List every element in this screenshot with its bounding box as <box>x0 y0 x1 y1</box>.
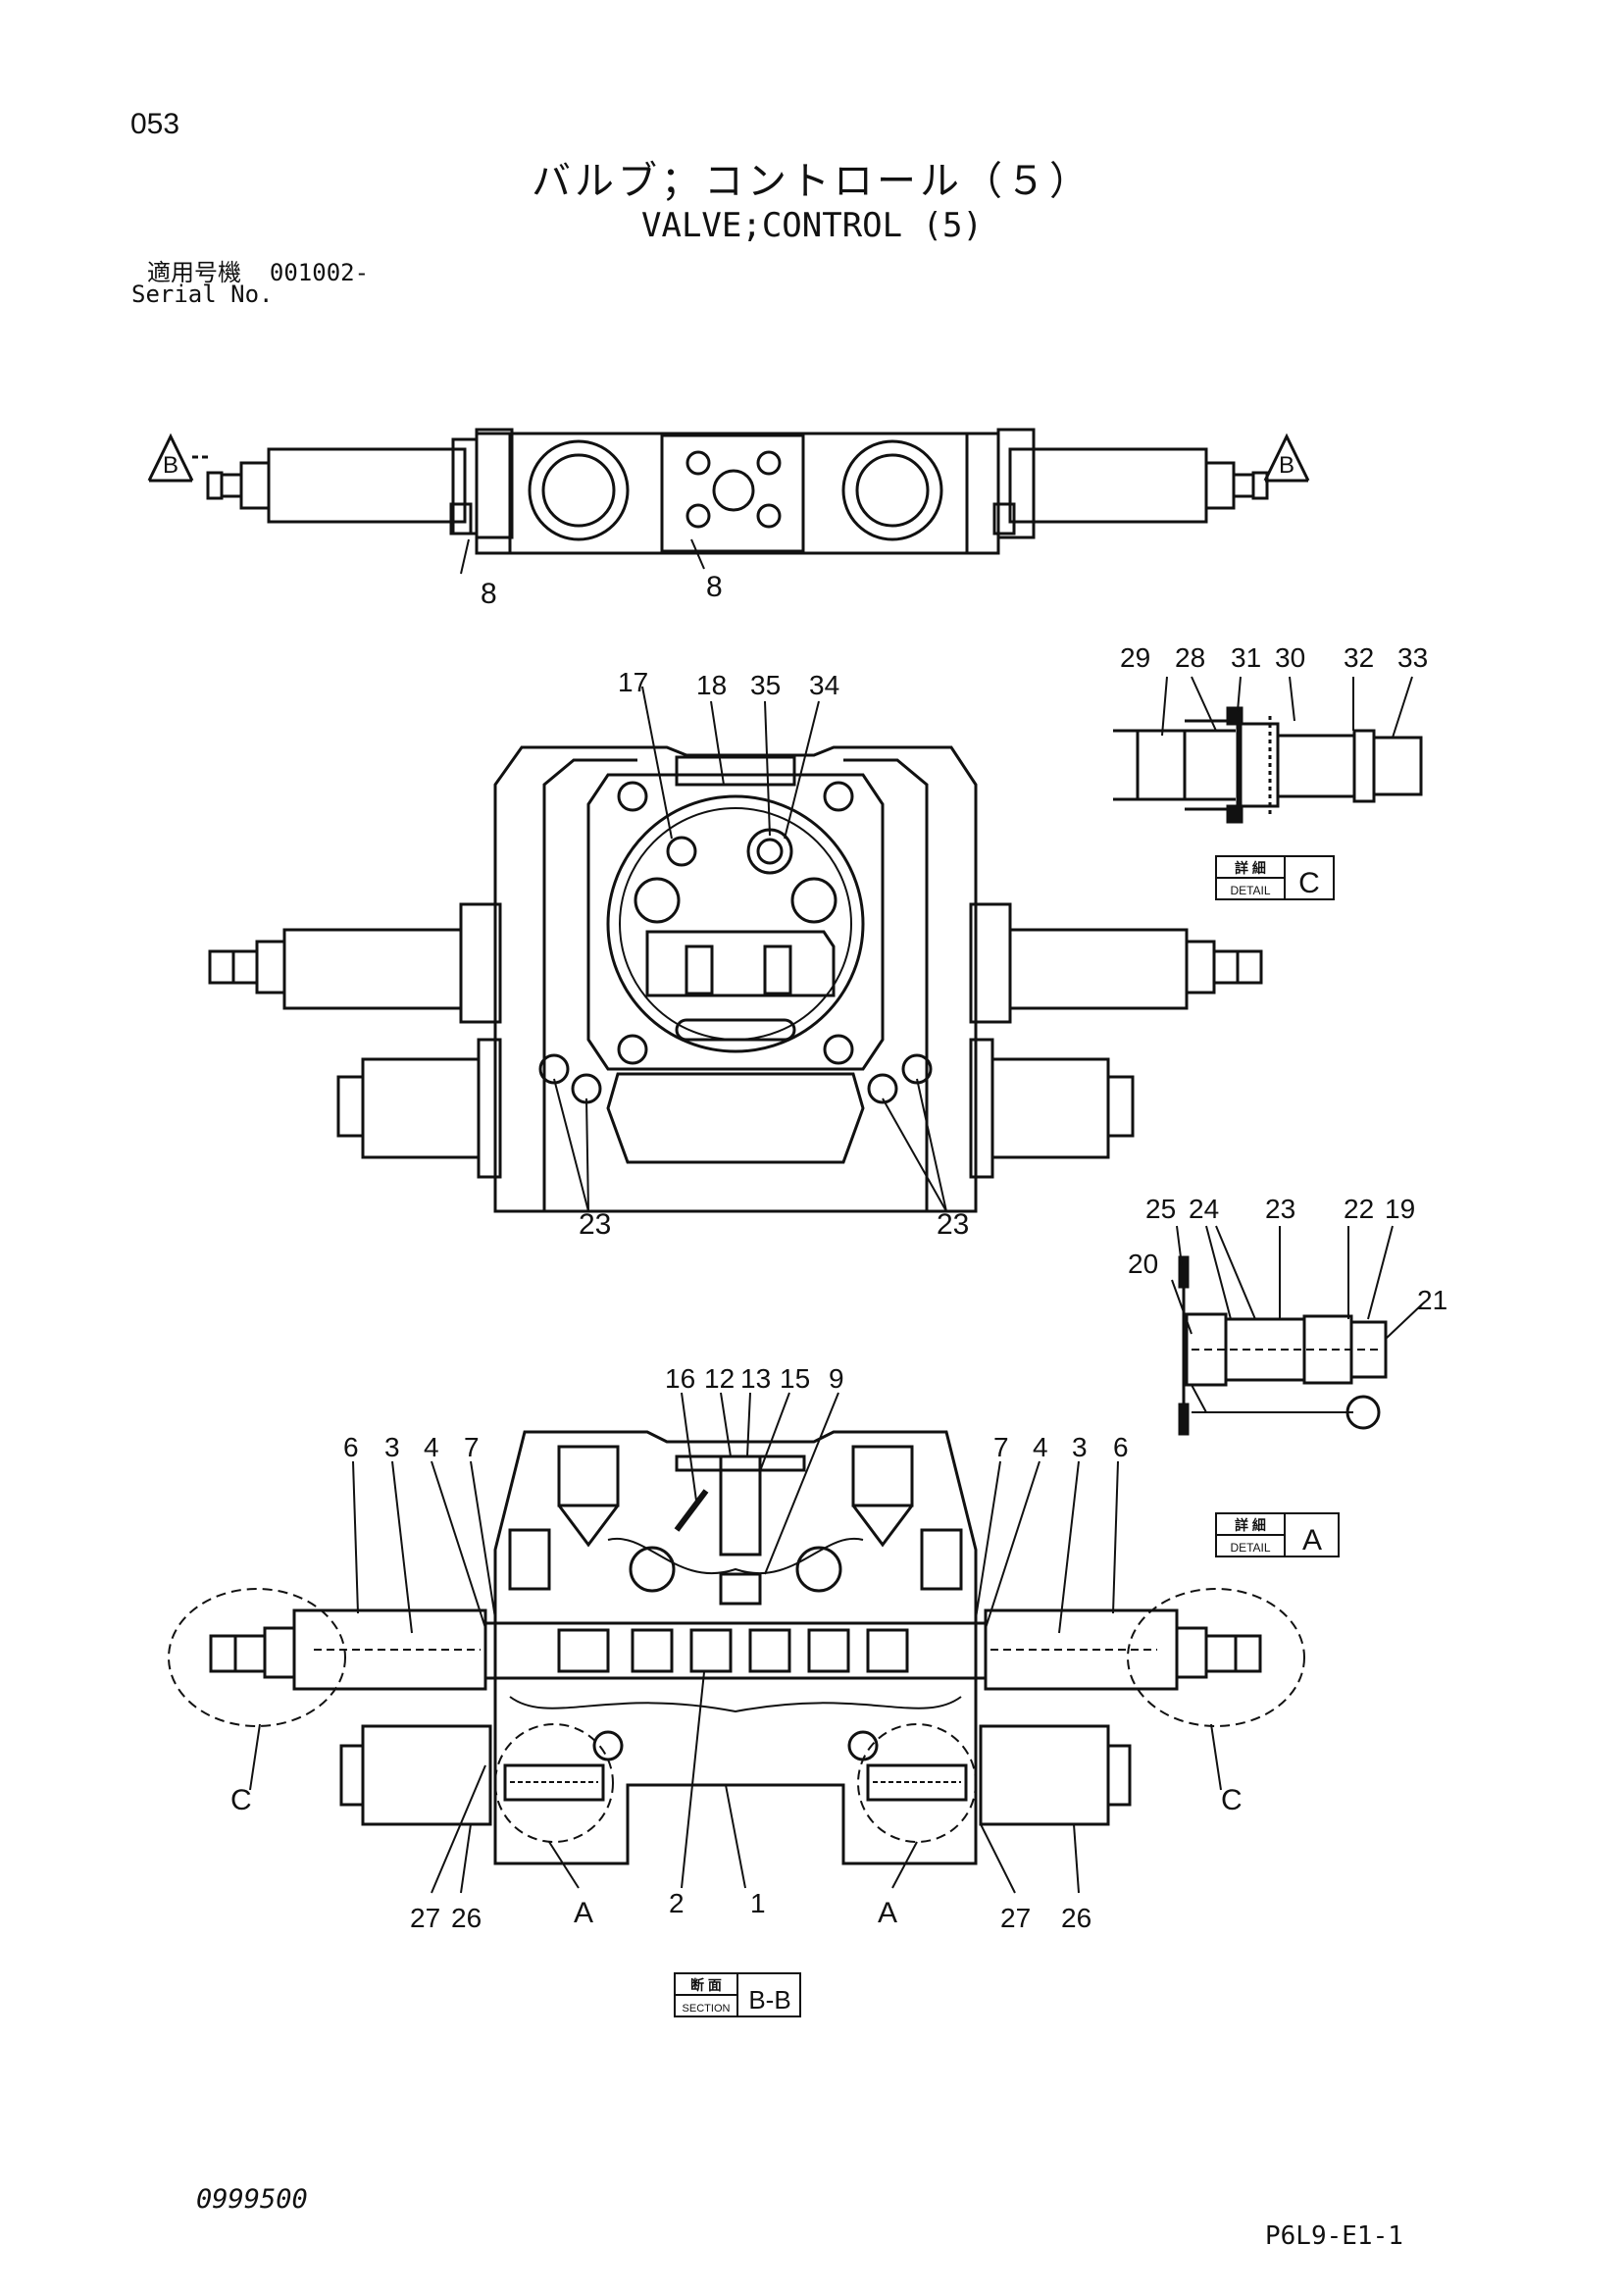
callout-35: 35 <box>750 670 781 700</box>
detail-c: 29 28 31 30 32 33 詳 細 DETAIL C <box>1113 642 1428 900</box>
serial-line: 適用号機 001002- <box>147 253 369 287</box>
callout-23-left: 23 <box>579 1208 611 1241</box>
callout-16: 16 <box>665 1363 695 1394</box>
callout-6-left: 6 <box>343 1432 359 1462</box>
callout-32: 32 <box>1344 642 1374 673</box>
title-english: VALVE;CONTROL (5) <box>641 206 983 245</box>
callout-31: 31 <box>1231 642 1261 673</box>
serial-label-jp: 適用号機 <box>147 259 241 286</box>
title-japanese: バルブ；コントロール（５） <box>532 159 1092 204</box>
callout-6-right: 6 <box>1113 1432 1129 1462</box>
section-marker-right-label: B <box>1279 452 1294 479</box>
detail-a-tag-jp: 詳 細 <box>1235 1517 1266 1533</box>
callout-34: 34 <box>809 670 839 700</box>
section-tag-letter: B-B <box>748 1985 790 2015</box>
callout-7-right: 7 <box>993 1432 1009 1462</box>
section-tag-en: SECTION <box>683 2003 731 2015</box>
callout-29: 29 <box>1120 642 1150 673</box>
callout-21: 21 <box>1417 1285 1447 1315</box>
detail-c-tag-en: DETAIL <box>1230 884 1270 897</box>
detail-a-tag-letter: A <box>1302 1524 1322 1556</box>
serial-value: 001002- <box>269 259 370 286</box>
callout-28: 28 <box>1175 642 1205 673</box>
front-view: 17 18 35 34 23 23 <box>208 667 1263 1241</box>
callout-2: 2 <box>669 1888 685 1918</box>
callout-23-detail: 23 <box>1265 1194 1295 1224</box>
callout-26-right: 26 <box>1061 1903 1091 1933</box>
callout-8-center: 8 <box>706 571 723 603</box>
callout-9: 9 <box>829 1363 844 1394</box>
section-marker-right: B <box>1263 433 1310 483</box>
callout-18: 18 <box>696 670 727 700</box>
callout-19: 19 <box>1385 1194 1415 1224</box>
detail-a: 25 24 23 22 19 20 21 詳 細 DETAIL A <box>1128 1194 1447 1557</box>
detail-c-tag-jp: 詳 細 <box>1235 860 1266 876</box>
callout-1: 1 <box>750 1888 766 1918</box>
callout-7-left: 7 <box>464 1432 480 1462</box>
callout-8-left: 8 <box>481 578 497 610</box>
section-view: 16 12 13 15 9 6 3 4 7 7 4 3 6 C C 27 26 … <box>168 1363 1305 2017</box>
callout-15: 15 <box>780 1363 810 1394</box>
circle-label-c-left: C <box>230 1784 252 1816</box>
page-number: 053 <box>130 108 180 140</box>
callout-20: 20 <box>1128 1249 1158 1279</box>
callout-22: 22 <box>1344 1194 1374 1224</box>
callout-27-right: 27 <box>1000 1903 1031 1933</box>
callout-26-left: 26 <box>451 1903 482 1933</box>
serial-label-en: Serial No. <box>131 281 274 308</box>
section-tag-jp: 断 面 <box>690 1977 722 1993</box>
callout-4-right: 4 <box>1033 1432 1048 1462</box>
callout-12: 12 <box>704 1363 735 1394</box>
detail-c-tag-letter: C <box>1298 867 1320 899</box>
circle-label-c-right: C <box>1221 1784 1243 1816</box>
section-marker-left: B <box>147 433 211 483</box>
callout-30: 30 <box>1275 642 1305 673</box>
detail-a-tag-en: DETAIL <box>1230 1541 1270 1555</box>
callout-25: 25 <box>1145 1194 1176 1224</box>
callout-3-left: 3 <box>384 1432 400 1462</box>
footer-page-code: P6L9-E1-1 <box>1265 2221 1403 2251</box>
callout-a-right: A <box>878 1897 897 1929</box>
callout-27-left: 27 <box>410 1903 440 1933</box>
callout-23-right: 23 <box>937 1208 969 1241</box>
callout-a-left: A <box>574 1897 593 1929</box>
callout-4-left: 4 <box>424 1432 439 1462</box>
top-view: B B <box>147 428 1310 610</box>
callout-3-right: 3 <box>1072 1432 1088 1462</box>
section-marker-left-label: B <box>163 452 178 479</box>
footer-document-number: 0999500 <box>196 2184 308 2215</box>
callout-24: 24 <box>1189 1194 1219 1224</box>
callout-17: 17 <box>618 667 648 697</box>
callout-33: 33 <box>1397 642 1428 673</box>
callout-13: 13 <box>740 1363 771 1394</box>
